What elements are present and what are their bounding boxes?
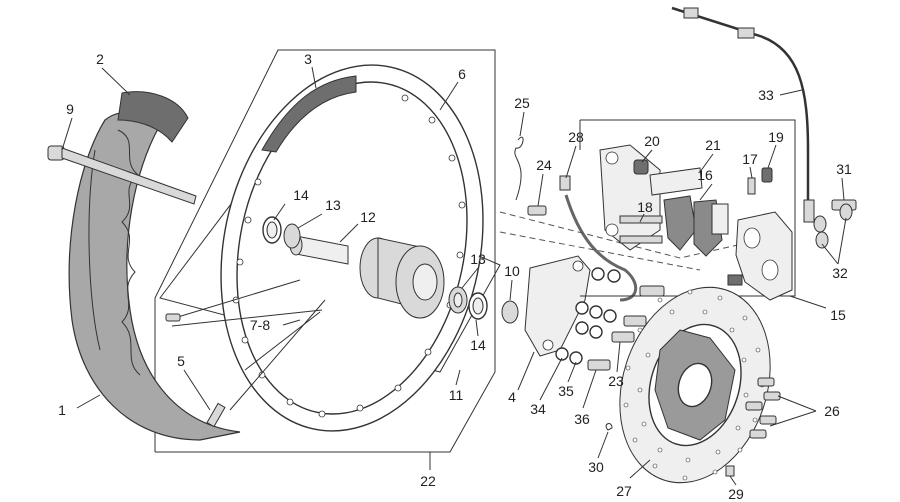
callout-36: 36 xyxy=(574,411,590,427)
callout-34: 34 xyxy=(530,401,546,417)
callout-12: 12 xyxy=(360,209,376,225)
caliper-body-right xyxy=(727,211,793,301)
seal-left xyxy=(262,216,282,244)
callout-23: 23 xyxy=(608,373,624,389)
brake-disc xyxy=(619,286,771,484)
wheel-assembly-frame xyxy=(154,49,496,453)
callouts: 1 2 3 4 5 6 7-8 9 10 11 12 13 13 14 14 1… xyxy=(58,51,852,502)
brake-line xyxy=(671,6,829,249)
callout-35: 35 xyxy=(558,383,574,399)
callout-25: 25 xyxy=(514,95,530,111)
callout-20: 20 xyxy=(644,133,660,149)
seal-right xyxy=(468,292,488,320)
callout-11: 11 xyxy=(449,387,464,403)
brake-pads xyxy=(663,195,729,257)
rim-strip xyxy=(117,91,189,143)
callout-28: 28 xyxy=(568,129,584,145)
bolt-24 xyxy=(527,205,547,216)
callout-24: 24 xyxy=(536,157,552,173)
leader-lines xyxy=(61,66,847,486)
bleeder-19 xyxy=(761,167,773,183)
bearing-left xyxy=(283,223,301,249)
screw-29 xyxy=(725,465,735,477)
callout-22: 22 xyxy=(420,473,436,489)
callout-29: 29 xyxy=(728,486,744,502)
callout-9: 9 xyxy=(66,101,74,117)
callout-19: 19 xyxy=(768,129,784,145)
caliper-body-left xyxy=(599,144,661,251)
caliper-bracket xyxy=(524,255,591,357)
callout-26: 26 xyxy=(824,403,840,419)
callout-31: 31 xyxy=(836,161,852,177)
callout-14-left: 14 xyxy=(293,187,309,203)
callout-13-left: 13 xyxy=(325,197,341,213)
pad-spring xyxy=(649,167,703,196)
callout-17: 17 xyxy=(742,151,758,167)
callout-14-right: 14 xyxy=(470,337,486,353)
washers xyxy=(555,267,621,365)
tire xyxy=(68,111,241,441)
banjo-bolt xyxy=(831,199,857,221)
callout-18: 18 xyxy=(637,199,653,215)
spacer xyxy=(501,300,519,324)
callout-30: 30 xyxy=(588,459,604,475)
callout-7-8: 7-8 xyxy=(250,317,270,333)
callout-3: 3 xyxy=(304,51,312,67)
axle xyxy=(47,145,197,205)
callout-32: 32 xyxy=(832,265,848,281)
callout-16: 16 xyxy=(697,167,713,183)
callout-21: 21 xyxy=(705,137,721,153)
valve xyxy=(206,402,226,428)
clip-30 xyxy=(605,423,613,431)
disc-bolts xyxy=(745,377,781,439)
callout-10: 10 xyxy=(504,263,520,279)
callout-5: 5 xyxy=(177,353,185,369)
bolts xyxy=(587,285,665,371)
callout-1: 1 xyxy=(58,402,66,418)
bearing-right xyxy=(448,286,468,314)
rim xyxy=(220,64,484,432)
spring-clip xyxy=(514,136,524,201)
callout-33: 33 xyxy=(758,87,774,103)
screw-17 xyxy=(747,177,756,195)
callout-6: 6 xyxy=(458,66,466,82)
spokes xyxy=(165,279,326,411)
brake-hose xyxy=(559,175,638,302)
assembly-guide xyxy=(499,211,761,271)
callout-13-right: 13 xyxy=(470,251,486,267)
callout-4: 4 xyxy=(508,389,516,405)
bleed-valve xyxy=(633,159,649,175)
callout-2: 2 xyxy=(96,51,104,67)
callout-15: 15 xyxy=(830,307,846,323)
callout-27: 27 xyxy=(616,483,632,499)
